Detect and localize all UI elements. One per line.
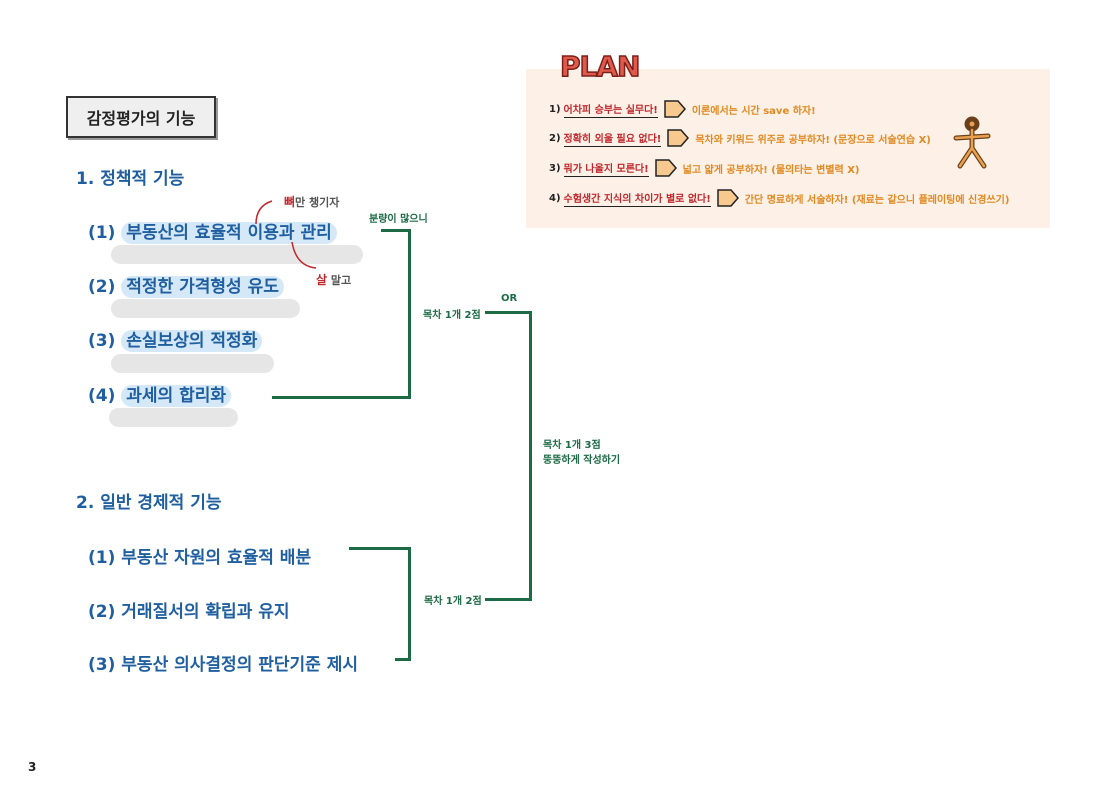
blank-bar xyxy=(109,408,238,427)
plan-row-1: 1) 어차피 승부는 실무다! 이론에서는 시간 save 하자! xyxy=(549,100,816,118)
section1-heading: 1. 정책적 기능 xyxy=(76,169,185,189)
item-text: 부동산의 효율적 이용과 관리 xyxy=(121,222,337,244)
bracket-line xyxy=(408,229,411,398)
or-label: OR xyxy=(501,293,518,304)
item-text: 손실보상의 적정화 xyxy=(121,330,263,352)
page-number: 3 xyxy=(28,760,37,774)
blank-bar xyxy=(111,354,274,373)
bone-annotation: 뼈만 챙기자 xyxy=(284,195,340,209)
plan-row-4: 4) 수험생간 지식의 차이가 별로 없다! 간단 명료하게 서술하자! (재료… xyxy=(549,189,1009,207)
arrow-tag-icon xyxy=(654,159,677,177)
merge-note-2: 뚱뚱하게 작성하기 xyxy=(543,455,621,466)
annotation-curves xyxy=(255,200,317,269)
item-number: (1) xyxy=(88,223,116,243)
plan-panel xyxy=(526,69,1050,228)
flesh-annotation: 살 말고 xyxy=(316,273,352,287)
page-title: 감정평가의 기능 xyxy=(66,96,216,138)
section1-item-4: (4) 과세의 합리화 xyxy=(88,381,232,407)
item-text: 적정한 가격형성 유도 xyxy=(121,276,284,298)
bracket-line xyxy=(408,547,411,661)
bracket-line xyxy=(395,658,411,661)
section2-heading: 2. 일반 경제적 기능 xyxy=(76,493,222,513)
stick-figure-icon xyxy=(953,116,991,169)
plan-title: PLAN xyxy=(559,49,641,84)
item-number: (3) xyxy=(88,331,116,351)
section2-item-2: (2) 거래질서의 확립과 유지 xyxy=(88,597,290,622)
section1-item-2: (2) 적정한 가격형성 유도 xyxy=(88,272,284,298)
blank-bar xyxy=(111,299,300,318)
item-text: 과세의 합리화 xyxy=(121,385,232,407)
section1-score-note: 목차 1개 2점 xyxy=(423,310,481,321)
bracket-line xyxy=(485,598,532,601)
item-text: 부동산 자원의 효율적 배분 xyxy=(121,548,312,568)
item-number: (4) xyxy=(88,386,116,406)
item-number: (2) xyxy=(88,602,116,622)
section2-item-3: (3) 부동산 의사결정의 판단기준 제시 xyxy=(88,650,358,675)
arrow-tag-icon xyxy=(667,129,690,147)
bracket-line xyxy=(381,229,411,232)
blank-bar xyxy=(111,245,363,264)
section2-score-note: 목차 1개 2점 xyxy=(424,596,482,607)
bracket-line xyxy=(485,311,532,314)
item-number: (3) xyxy=(88,655,116,675)
amount-note: 분량이 많으니 xyxy=(369,214,428,225)
item-number: (1) xyxy=(88,548,116,568)
bracket-line xyxy=(529,311,532,601)
item-number: (2) xyxy=(88,277,116,297)
plan-row-3: 3) 뭐가 나올지 모른다! 넓고 얇게 공부하자! (물의타는 변별력 X) xyxy=(549,159,859,177)
bracket-line xyxy=(272,396,411,399)
item-text: 부동산 의사결정의 판단기준 제시 xyxy=(121,655,359,675)
merge-note-1: 목차 1개 3점 xyxy=(543,440,601,451)
plan-row-2: 2) 정확히 외울 필요 없다! 목차와 키워드 위주로 공부하자! (문장으로… xyxy=(549,129,931,147)
arrow-tag-icon xyxy=(717,189,739,207)
section1-item-3: (3) 손실보상의 적정화 xyxy=(88,326,263,352)
section1-item-1: (1) 부동산의 효율적 이용과 관리 xyxy=(88,218,337,244)
arrow-tag-icon xyxy=(664,100,686,118)
bracket-line xyxy=(349,547,411,550)
section2-item-1: (1) 부동산 자원의 효율적 배분 xyxy=(88,543,311,568)
item-text: 거래질서의 확립과 유지 xyxy=(121,602,290,622)
